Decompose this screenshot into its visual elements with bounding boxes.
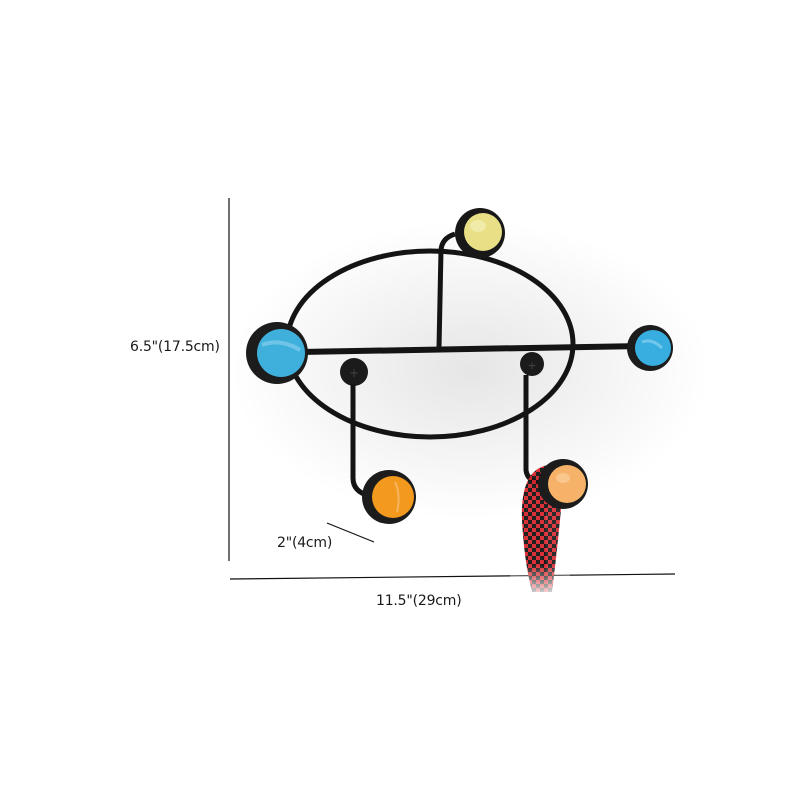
screw-icon: + xyxy=(527,359,536,372)
screw-icon: + xyxy=(349,366,359,380)
height-dimension-label: 6.5"(17.5cm) xyxy=(130,339,220,355)
cord-fade xyxy=(510,565,570,600)
depth-dimension-label: 2"(4cm) xyxy=(277,535,333,551)
knob-bottom-left-orange xyxy=(362,470,416,524)
width-dimension-label: 11.5"(29cm) xyxy=(376,593,462,609)
knob-top-yellow xyxy=(455,208,505,258)
knob-bottom-right-orange xyxy=(538,459,588,509)
width-dimension-line xyxy=(229,573,676,580)
horizontal-bar xyxy=(299,343,641,355)
hook-rack: + + xyxy=(246,208,673,600)
knob-left-blue xyxy=(246,322,308,384)
depth-dimension-line xyxy=(326,522,375,543)
top-rod xyxy=(436,231,456,349)
screw-mount-right xyxy=(520,352,544,376)
screw-mount-left xyxy=(340,358,368,386)
shadow xyxy=(230,220,710,520)
knob-right-blue xyxy=(627,325,673,371)
